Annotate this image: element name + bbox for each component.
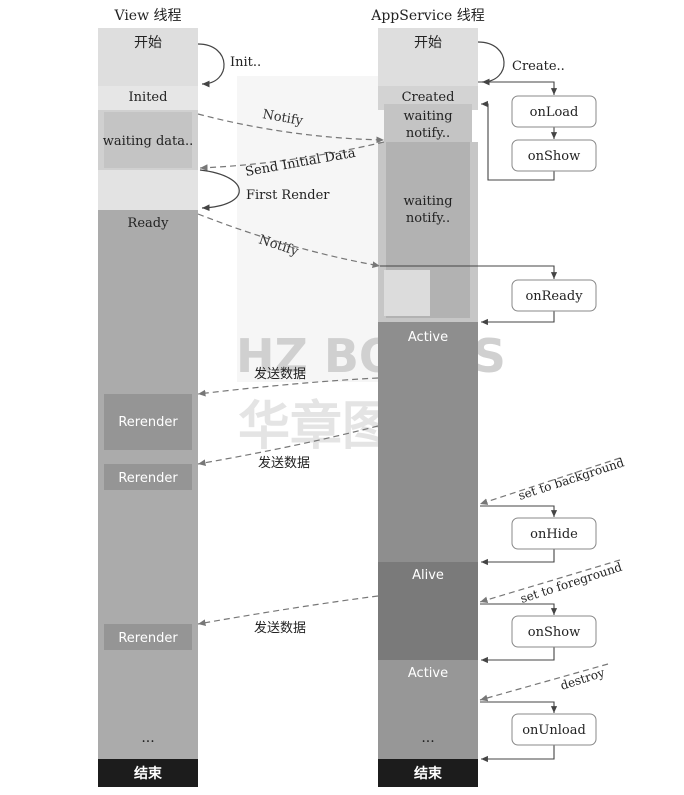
appservice-end: 结束 <box>414 765 443 782</box>
appservice-start: 开始 <box>414 35 442 51</box>
on-unload-label: onUnload <box>522 723 586 738</box>
appservice-waiting-notify-2a: waiting <box>403 194 452 209</box>
on-ready-box: onReady <box>511 279 597 312</box>
on-show-label-2: onShow <box>528 625 580 640</box>
appservice-created: Created <box>402 90 455 105</box>
set-to-background-label: set to background <box>517 455 627 503</box>
appservice-active-2: Active <box>408 666 448 681</box>
rerender-block-3 <box>104 624 192 650</box>
on-show-label-1: onShow <box>528 149 580 164</box>
first-render-loop: First Render <box>199 169 330 212</box>
appservice-lane-title: AppService 线程 <box>370 8 485 24</box>
set-to-foreground-arrow: set to foreground <box>479 559 624 606</box>
init-loop-label: Init.. <box>230 55 261 70</box>
view-waiting-data: waiting data.. <box>103 134 194 149</box>
appservice-ellipsis: ... <box>421 730 434 746</box>
view-lane-title: View 线程 <box>113 8 181 24</box>
view-ellipsis: ... <box>141 730 154 746</box>
appservice-end-bar <box>378 759 478 787</box>
rerender-block-2 <box>104 464 192 490</box>
notify-1-label: Notify <box>261 107 304 129</box>
view-lane: 开始 Inited waiting data.. Ready Rerender … <box>98 28 198 787</box>
view-end: 结束 <box>134 765 163 782</box>
rerender-block-1 <box>104 394 192 450</box>
lifecycle-connectors <box>380 81 558 763</box>
appservice-alive: Alive <box>412 568 444 583</box>
set-to-background-arrow: set to background <box>479 455 627 505</box>
on-show-box-2: onShow <box>511 615 597 648</box>
view-start: 开始 <box>134 35 162 51</box>
destroy-label: destroy <box>559 665 607 692</box>
view-rerender-1: Rerender <box>118 415 178 430</box>
create-loop-label: Create.. <box>512 59 565 74</box>
view-end-bar <box>98 759 198 787</box>
send-data-arrow-3: 发送数据 <box>197 595 379 636</box>
on-hide-label: onHide <box>530 527 578 542</box>
view-ready: Ready <box>128 216 170 231</box>
view-inited: Inited <box>129 90 168 105</box>
create-loop: Create.. <box>477 41 565 86</box>
appservice-waiting-notify-2b: notify.. <box>406 211 450 226</box>
on-show-box-1: onShow <box>511 139 597 172</box>
appservice-lane: 开始 Created waiting notify.. waiting noti… <box>378 28 478 787</box>
first-render-label: First Render <box>246 188 330 203</box>
on-load-label: onLoad <box>530 105 579 120</box>
appservice-waiting-notify-1a: waiting <box>403 109 452 124</box>
on-unload-box: onUnload <box>511 713 597 746</box>
on-ready-label: onReady <box>525 289 583 304</box>
send-data-label-2: 发送数据 <box>258 455 310 471</box>
notify-arrow-1: Notify <box>197 107 385 144</box>
set-to-foreground-label: set to foreground <box>519 560 624 606</box>
appservice-active-1: Active <box>408 330 448 345</box>
send-data-label-1: 发送数据 <box>254 366 306 382</box>
on-hide-box: onHide <box>511 517 597 550</box>
send-data-label-3: 发送数据 <box>254 620 306 636</box>
appservice-waiting-notify-1b: notify.. <box>406 126 450 141</box>
view-rerender-2: Rerender <box>118 471 178 486</box>
send-data-arrow-1: 发送数据 <box>197 366 379 397</box>
destroy-arrow: destroy <box>479 663 609 702</box>
view-rerender-3: Rerender <box>118 631 178 646</box>
send-data-arrow-2: 发送数据 <box>197 425 379 471</box>
on-load-box: onLoad <box>511 95 597 128</box>
init-loop: Init.. <box>197 43 261 88</box>
